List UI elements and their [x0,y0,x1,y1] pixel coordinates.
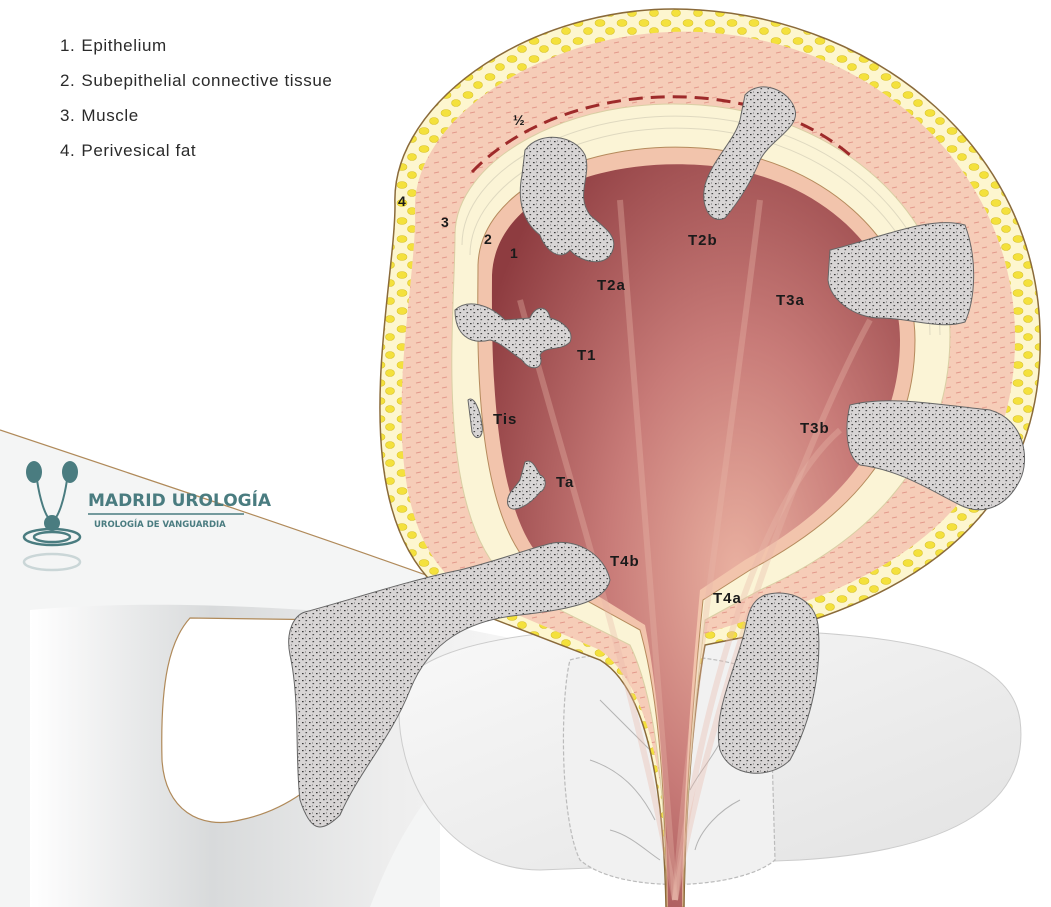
tumors [288,86,1026,828]
legend-item-perivesical-fat: 4. Perivesical fat [60,133,332,168]
kidney-icon [26,461,78,531]
legend-label: Subepithelial connective tissue [81,71,333,90]
legend-number: 2. [60,71,76,90]
stage-label-t2b: T2b [688,232,718,249]
stage-label-t1: T1 [577,347,597,364]
legend-number: 1. [60,36,76,55]
stage-label-t2a: T2a [597,277,626,294]
stage-label-t3b: T3b [800,420,830,437]
legend-number: 3. [60,106,76,125]
swoosh-edge [0,429,441,581]
layer-marker-4: 4 [398,193,406,209]
stage-label-t3a: T3a [776,292,805,309]
logo-subtitle: UROLOGÍA DE VANGUARDIA [94,518,226,530]
logo-title: MADRID UROLOGÍA [88,489,272,511]
half-muscle-line [470,95,851,174]
layer-marker-2: 2 [484,231,492,247]
stage-label-t4b: T4b [610,553,640,570]
stage-label-ta: Ta [556,474,574,491]
legend-label: Muscle [81,106,139,125]
half-marker: ½ [513,112,525,128]
ripple-reflection [22,552,82,572]
legend-item-subepithelial: 2. Subepithelial connective tissue [60,63,332,98]
bladder-lumen [491,164,900,907]
tumor-t1 [454,303,572,369]
madrid-urologia-logo: MADRID UROLOGÍA UROLOGÍA DE VANGUARDIA [22,461,272,572]
legend-label: Epithelium [81,36,167,55]
legend-label: Perivesical fat [81,141,197,160]
tumor-t4b [288,541,611,828]
tumor-t3a [827,222,975,326]
layer-marker-3: 3 [441,214,449,230]
tumor-t3b [846,400,1026,511]
tumor-tis [467,398,483,439]
tumor-t2b [703,86,796,220]
stage-label-t4a: T4a [713,590,742,607]
legend-item-muscle: 3. Muscle [60,98,332,133]
layer-legend: 1. Epithelium 2. Subepithelial connective … [60,28,332,168]
legend-item-epithelium: 1. Epithelium [60,28,332,63]
layer-marker-1: 1 [510,245,518,261]
ripple-icon [22,527,82,547]
legend-number: 4. [60,141,76,160]
lumen-folds [517,199,873,901]
tumor-t2a [519,136,615,263]
tumor-ta [506,460,546,510]
stage-label-tis: Tis [493,411,517,428]
tumor-t4a [717,592,820,774]
